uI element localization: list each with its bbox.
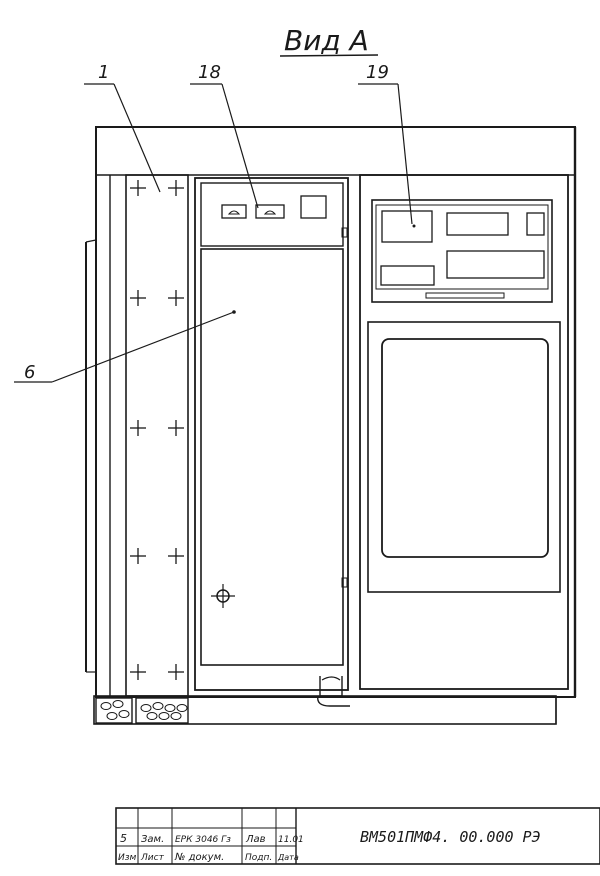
window-frame	[367, 321, 561, 593]
callout-18-leader	[221, 83, 259, 209]
rev-cell-1: 5	[120, 832, 127, 845]
vent-hole	[158, 712, 170, 720]
window-glass	[381, 338, 549, 558]
view-title-text: Вид А	[284, 24, 369, 57]
right-section-frame	[359, 174, 569, 690]
callout-18-label: 18	[198, 62, 221, 83]
display-screen	[381, 210, 433, 243]
control-panel	[200, 182, 344, 247]
header-cell-4: Подп.	[245, 853, 272, 863]
vent-hole	[100, 702, 112, 710]
vent-hole	[170, 712, 182, 720]
indicator-lamp-2	[255, 204, 285, 219]
operator-panel-19	[371, 199, 553, 303]
document-code: ВМ501ПМФ4. 00.000 РЭ	[360, 828, 541, 846]
callout-18: 18	[190, 62, 259, 209]
view-title-underline	[279, 54, 379, 57]
rail-panel	[125, 174, 189, 697]
indicator-lamp-1	[221, 204, 247, 219]
callout-1: 1	[84, 62, 161, 193]
cable-entry	[317, 676, 350, 707]
cabinet	[85, 126, 577, 725]
header-cell-1: Изм	[118, 853, 137, 863]
right-section	[359, 174, 569, 690]
vent-hole	[118, 710, 130, 718]
rail-panel-outline	[125, 174, 189, 697]
callout-19-leader	[397, 83, 413, 225]
header-cell-3: № докум.	[174, 852, 224, 863]
panel-display-3	[446, 250, 545, 279]
vent-right	[135, 697, 189, 724]
title-block: 5 Зам. ЕРК 3046 Гз Лав 11.01 Изм Лист № …	[115, 807, 600, 865]
rev-cell-3: ЕРК 3046 Гз	[175, 835, 231, 845]
vent-hole	[146, 712, 158, 720]
lamp-icon	[263, 210, 277, 215]
panel-display-2	[446, 212, 509, 236]
callout-6-label: 6	[24, 362, 35, 383]
callout-6: 6	[14, 310, 236, 383]
view-title: Вид А	[279, 24, 379, 57]
vent-hole	[176, 704, 188, 712]
callout-6-leader	[51, 311, 235, 383]
center-door	[194, 177, 349, 691]
mounting-crosses	[130, 180, 184, 680]
panel-slot	[425, 292, 505, 299]
vent-hole	[140, 704, 152, 712]
vent-left	[95, 697, 133, 724]
vent-hole	[164, 704, 176, 712]
rev-cell-4: Лав	[245, 834, 266, 845]
callout-19-label: 19	[366, 62, 389, 83]
center-door-frame	[194, 177, 349, 691]
callout-1-label: 1	[98, 62, 109, 83]
header-cell-2: Лист	[140, 853, 165, 863]
vent-hole	[106, 712, 118, 720]
vent-hole	[152, 702, 164, 710]
door-leaf-6	[200, 248, 344, 666]
hinge-bottom	[341, 577, 348, 588]
base-vents	[95, 697, 189, 724]
callout-1-leader	[113, 83, 161, 193]
panel-keypad	[380, 265, 435, 286]
rev-cell-5: 11.01	[278, 835, 304, 845]
title-block-frame	[115, 807, 600, 865]
panel-indicator	[526, 212, 545, 236]
hinge-top	[341, 227, 348, 238]
rev-cell-2: Зам.	[141, 834, 164, 845]
vent-hole	[112, 700, 124, 708]
callout-19: 19	[358, 62, 413, 225]
control-switch	[300, 195, 327, 219]
header-cell-5: Дата	[277, 853, 299, 862]
lamp-icon	[227, 210, 241, 215]
